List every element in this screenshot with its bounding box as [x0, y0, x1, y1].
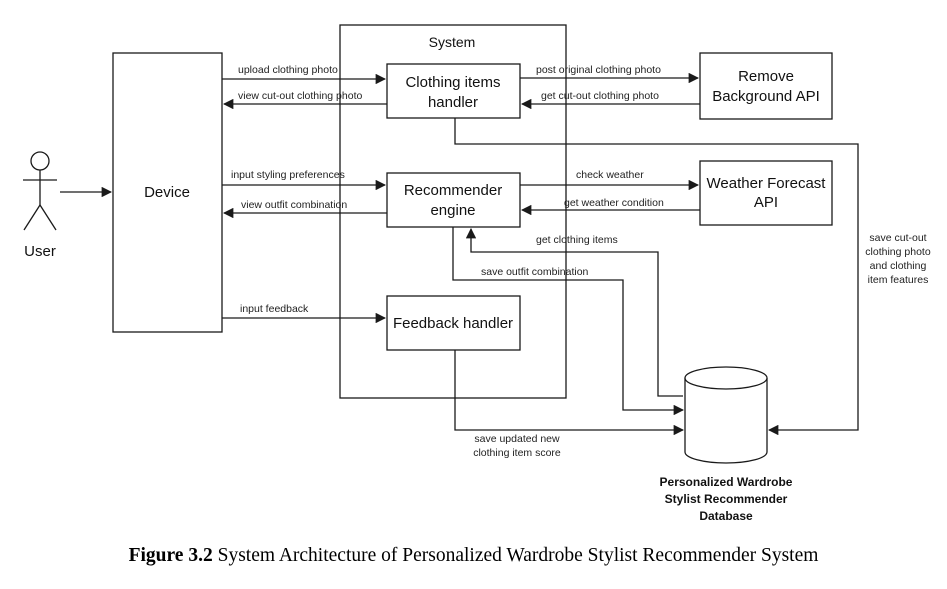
edge-get-items-label: get clothing items: [536, 234, 618, 246]
clothing-handler-label-2: handler: [428, 94, 478, 111]
user-actor-icon: [23, 151, 57, 231]
feedback-handler-box: [386, 295, 521, 351]
edge-save-features-label-4: item features: [868, 274, 929, 286]
device-box: [112, 52, 223, 333]
clothing-handler-label-1: Clothing items: [405, 74, 500, 91]
edge-save-outfit-label: save outfit combination: [481, 266, 589, 278]
edge-save-score-label-2: clothing item score: [473, 447, 561, 459]
weather-api-label-2: API: [754, 194, 778, 211]
edge-get-cutout-label: get cut-out clothing photo: [541, 90, 659, 102]
edge-check-weather-label: check weather: [576, 169, 644, 181]
weather-api-box: [699, 160, 833, 226]
database-cylinder: [684, 366, 768, 464]
user-label: User: [24, 243, 56, 260]
feedback-handler-label: Feedback handler: [393, 315, 513, 332]
remove-bg-api-label-2: Background API: [712, 88, 820, 105]
database-label-1: Personalized Wardrobe: [660, 475, 793, 489]
figure-caption-label: Figure 3.2: [128, 545, 213, 566]
weather-api-label-1: Weather Forecast: [707, 175, 827, 192]
recommender-label-1: Recommender: [404, 182, 502, 199]
edge-post-original-label: post original clothing photo: [536, 64, 661, 76]
edge-save-features-label-2: clothing photo: [865, 246, 931, 258]
edge-input-styling-label: input styling preferences: [231, 169, 345, 181]
edge-get-items: [465, 227, 683, 397]
edge-save-features-label-3: and clothing: [870, 260, 927, 272]
edge-save-features-label-1: save cut-out: [869, 232, 926, 244]
edge-upload-label: upload clothing photo: [238, 64, 338, 76]
figure-caption-text: System Architecture of Personalized Ward…: [212, 545, 819, 566]
remove-bg-api-label-1: Remove: [738, 68, 794, 85]
database-label-3: Database: [699, 509, 753, 523]
edge-view-outfit-label: view outfit combination: [241, 199, 347, 211]
edge-input-feedback-label: input feedback: [240, 303, 309, 315]
edge-view-cutout-label: view cut-out clothing photo: [238, 90, 362, 102]
edge-save-outfit: [452, 227, 685, 416]
device-label: Device: [144, 184, 190, 201]
remove-bg-api-box: [699, 52, 833, 120]
recommender-box: [386, 172, 521, 228]
figure-caption: Figure 3.2 System Architecture of Person…: [0, 545, 947, 567]
edge-save-score-label-1: save updated new: [474, 433, 560, 445]
edge-get-weather-label: get weather condition: [564, 197, 664, 209]
system-label: System: [429, 34, 476, 50]
clothing-handler-box: [386, 63, 521, 119]
system-boundary: [339, 24, 567, 399]
recommender-label-2: engine: [430, 202, 475, 219]
edge-save-score: [454, 350, 685, 436]
database-label-2: Stylist Recommender: [665, 492, 788, 506]
edge-save-features: [454, 118, 859, 436]
